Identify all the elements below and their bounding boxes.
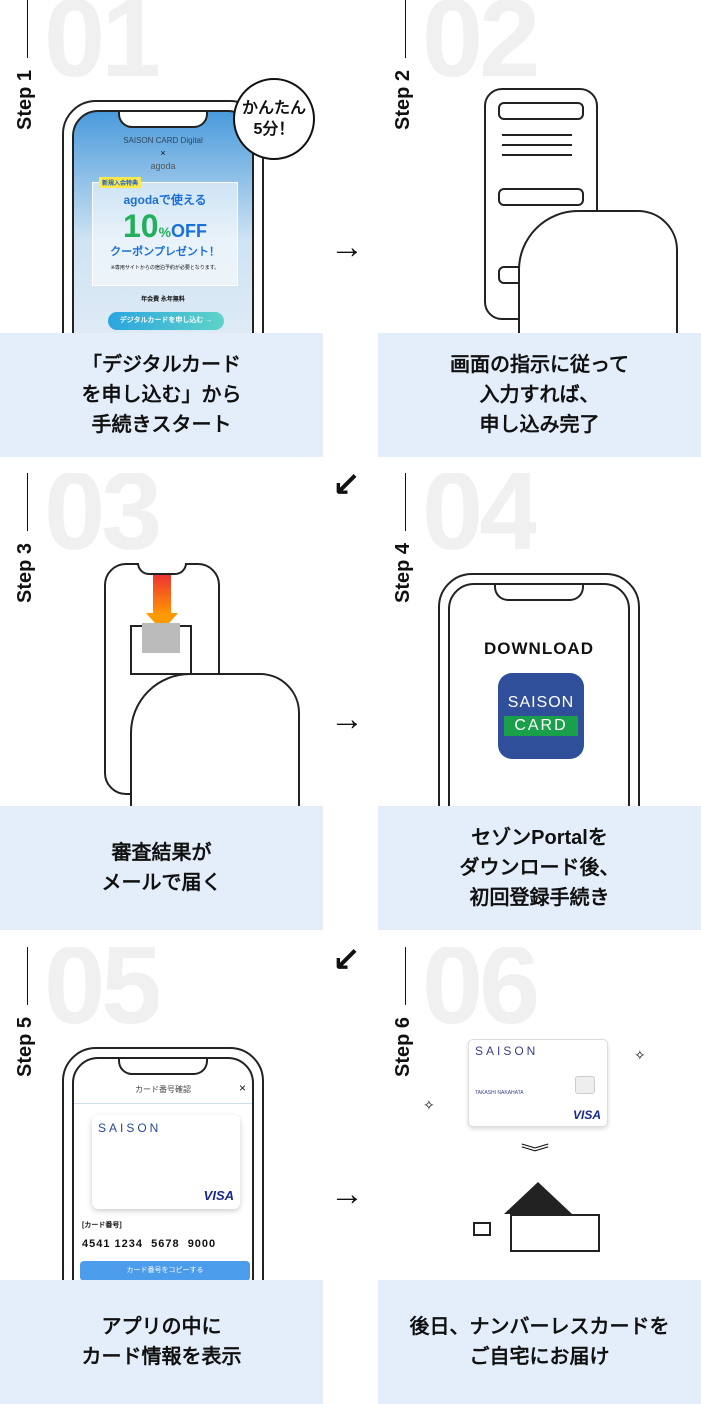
divider xyxy=(27,947,28,1005)
step-label: Step 3 xyxy=(14,542,36,603)
step-4-panel: 04 Step 4 DOWNLOAD SAISON CARD セゾンPortal… xyxy=(378,473,701,930)
screen-title: カード番号確認 xyxy=(135,1085,191,1094)
visa-logo: VISA xyxy=(572,1108,601,1122)
form-field xyxy=(498,188,584,206)
step-5-panel: 05 Step 5 カード番号確認 × SAISON VISA [カード番号] … xyxy=(0,947,323,1404)
hand-illustration xyxy=(130,673,300,813)
step-caption: 後日、ナンバーレスカードを ご自宅にお届け xyxy=(378,1280,701,1404)
step-caption: 画面の指示に従って 入力すれば、 申し込み完了 xyxy=(378,333,701,457)
partner-logo: agoda xyxy=(150,161,176,171)
easy-badge: かんたん 5分！ xyxy=(233,78,315,160)
close-icon[interactable]: × xyxy=(238,1081,246,1095)
step-number-bg: 02 xyxy=(422,0,537,88)
step-2-panel: 02 Step 2 画面の指示に従って 入力すれば、 申し込み完了 xyxy=(378,0,701,457)
chip-icon xyxy=(575,1076,595,1094)
step-6-panel: 06 Step 6 SAISON TAKASHI NAKAHATA VISA ✧… xyxy=(378,947,701,1404)
divider xyxy=(405,947,406,1005)
step-label: Step 1 xyxy=(14,69,36,130)
promo-line: agodaで使える xyxy=(123,193,207,207)
promo-box: 新規入会特典 agodaで使える 10%OFF クーポンプレゼント！ ※専用サイ… xyxy=(92,177,238,286)
times-text: × xyxy=(160,148,166,158)
step-caption: 「デジタルカード を申し込む」から 手続きスタート xyxy=(0,333,323,457)
visa-logo: VISA xyxy=(203,1188,234,1203)
physical-card: SAISON TAKASHI NAKAHATA VISA xyxy=(468,1039,608,1127)
arrow-right-icon: → xyxy=(330,700,364,738)
step-label: Step 2 xyxy=(392,69,414,130)
card-number: 4541 1234 5678 9000 xyxy=(82,1238,217,1250)
download-text: DOWNLOAD xyxy=(484,639,594,658)
card-brand: SAISON xyxy=(475,1044,539,1058)
hand-illustration xyxy=(518,210,678,350)
card-number-label: [カード番号] xyxy=(82,1222,122,1229)
step-number-bg: 06 xyxy=(422,947,537,1035)
coupon-text: クーポンプレゼント！ xyxy=(110,246,220,258)
arrow-down-left-icon: ↙ xyxy=(332,941,361,979)
envelope-icon xyxy=(130,623,192,675)
mailbox-icon xyxy=(473,1222,491,1236)
divider xyxy=(27,0,28,58)
step-caption: アプリの中に カード情報を表示 xyxy=(0,1280,323,1404)
cardholder-name: TAKASHI NAKAHATA xyxy=(475,1090,524,1096)
divider xyxy=(27,473,28,531)
sparkle-icon: ✧ xyxy=(423,1097,435,1113)
card-brand: SAISON xyxy=(98,1121,162,1135)
apply-button[interactable]: デジタルカードを申し込む → xyxy=(108,312,224,330)
form-field xyxy=(498,102,584,120)
step-3-panel: 03 Step 3 審査結果が メールで届く xyxy=(0,473,323,930)
card-image: SAISON VISA xyxy=(92,1115,240,1209)
fee-text: 年会費 永年無料 xyxy=(141,297,185,303)
percent: % xyxy=(158,224,172,240)
step-caption: セゾンPortalを ダウンロード後、 初回登録手続き xyxy=(378,806,701,930)
divider xyxy=(405,0,406,58)
step-number-bg: 01 xyxy=(44,0,159,88)
off-text: OFF xyxy=(171,221,208,241)
step-number-bg: 04 xyxy=(422,473,537,561)
arrow-down-icon xyxy=(153,575,171,615)
app-icon-bottom: CARD xyxy=(504,716,578,736)
divider xyxy=(405,473,406,531)
house-icon xyxy=(498,1182,600,1252)
step-caption: 審査結果が メールで届く xyxy=(0,806,323,930)
promo-ribbon: 新規入会特典 xyxy=(99,177,142,188)
arrow-right-icon: → xyxy=(330,228,364,266)
step-number-bg: 05 xyxy=(44,947,159,1035)
app-icon-top: SAISON xyxy=(507,694,575,711)
text-lines xyxy=(502,134,572,136)
step-label: Step 6 xyxy=(392,1016,414,1077)
step-label: Step 4 xyxy=(392,542,414,603)
sparkle-icon: ✧ xyxy=(634,1047,646,1063)
brand-text: SAISON CARD Digital xyxy=(123,136,203,145)
copy-card-number-button[interactable]: カード番号をコピーする xyxy=(80,1261,250,1281)
arrow-down-left-icon: ↙ xyxy=(332,466,361,504)
chevron-down-icon: ︾ xyxy=(520,1143,550,1163)
step-1-panel: 01 Step 1 SAISON CARD Digital × agoda 新規… xyxy=(0,0,323,457)
arrow-right-icon: → xyxy=(330,1175,364,1213)
note-text: ※専用サイトからの宿泊予約が必要となります。 xyxy=(110,265,220,271)
saison-app-icon[interactable]: SAISON CARD xyxy=(498,673,584,759)
discount-value: 10 xyxy=(122,208,159,244)
step-label: Step 5 xyxy=(14,1016,36,1077)
step-number-bg: 03 xyxy=(44,473,159,561)
